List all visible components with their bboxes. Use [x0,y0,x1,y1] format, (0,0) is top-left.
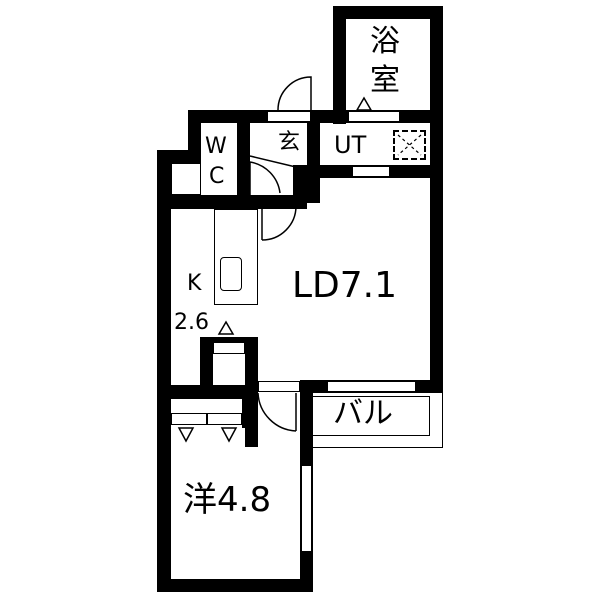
bath-wall-left [333,6,346,124]
washing-machine-icon [393,130,426,160]
sink-icon [220,257,242,291]
wc-label-2: C [209,164,225,189]
east-wall [430,6,443,391]
bath-label-1: 浴 [370,24,400,59]
bath-door-opening[interactable] [348,111,400,122]
western-east-window [301,465,312,552]
wc-label-1: W [205,134,227,159]
closet-bottom-wall [242,399,257,428]
balcony-label: バル [333,396,393,431]
west-wall [157,150,171,592]
ut-label: UT [334,131,367,159]
room-door-opening[interactable] [258,381,300,392]
wc-step-wall [188,110,201,156]
wc-bottom-wall [157,195,307,209]
closet-top-wall [200,337,258,342]
closet-door-left[interactable] [171,413,207,425]
ld-window [327,381,416,392]
ld-label: LD7.1 [292,265,398,306]
south-wall [157,579,313,592]
bath-label-2: 室 [370,63,400,98]
entrance-label: 玄 [278,130,301,155]
kitchen-size-label: 2.6 [174,310,209,335]
balcony-inner [313,396,430,436]
ut-door-opening[interactable] [352,166,390,177]
bath-wall-top [333,6,443,19]
wc-inner-box [171,163,201,195]
western-room-label: 洋4.8 [183,480,272,520]
closet-door-right[interactable] [207,413,242,425]
kitchen-label: K [187,271,202,296]
entry-door-opening[interactable] [267,111,311,122]
wc-right-wall [237,123,250,198]
closet-shelf [213,342,245,354]
south-divider-wall [157,385,257,399]
closet-left-wall [200,337,213,392]
balcony-outline [313,393,443,448]
